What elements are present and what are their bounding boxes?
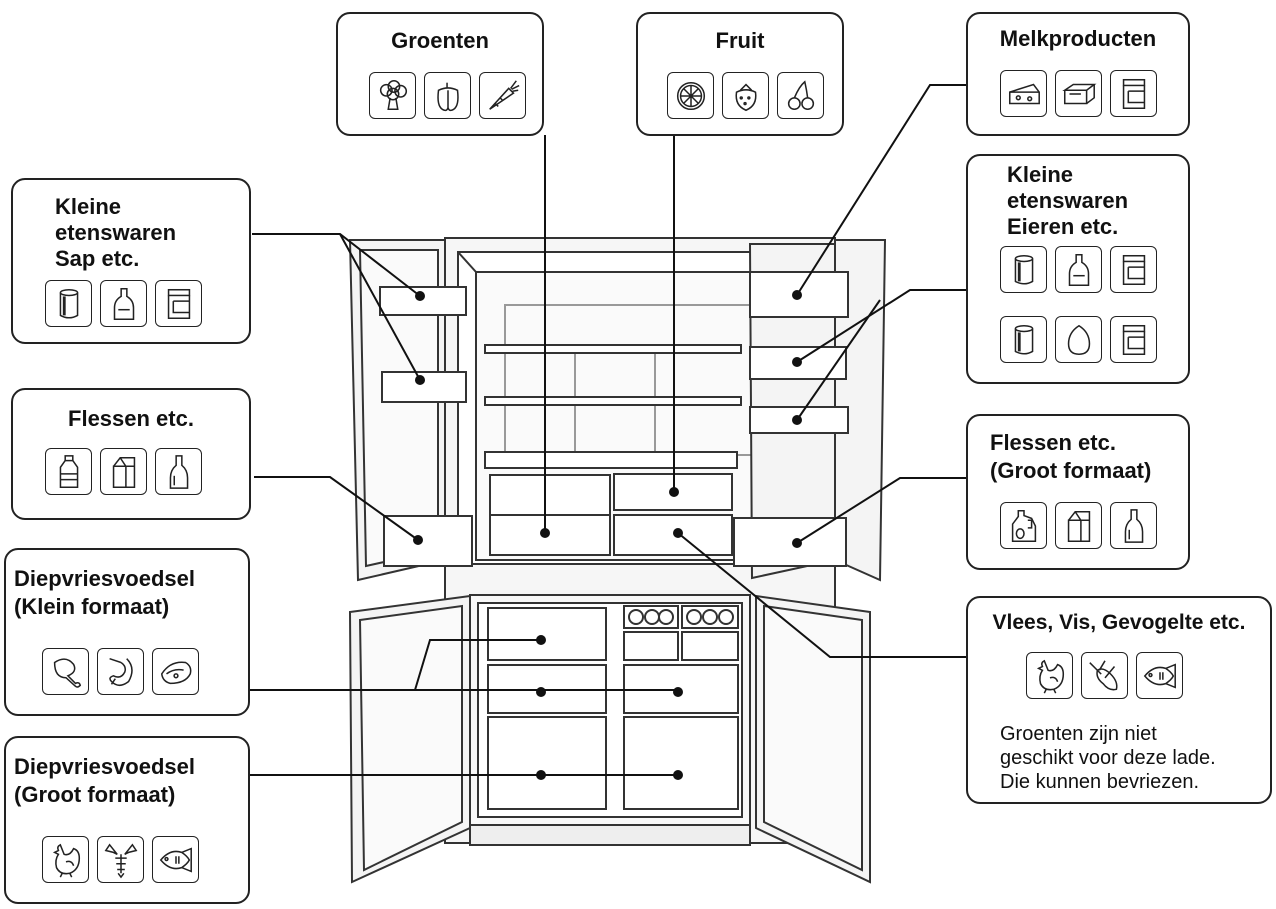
- kleine-etenswaren-sap-box: Kleine etenswaren Sap etc.: [11, 178, 251, 344]
- pepper-icon: [424, 72, 471, 119]
- lobster-icon: [97, 836, 144, 883]
- strawberry-icon: [722, 72, 769, 119]
- diep-groot-line2: (Groot formaat): [14, 782, 176, 807]
- groenten-title: Groenten: [391, 28, 489, 53]
- kleine-sap-line3: Sap etc.: [55, 246, 140, 271]
- vlees-note-line1: Groenten zijn niet: [1000, 723, 1157, 745]
- flessen-groot-box: Flessen etc. (Groot formaat): [966, 414, 1190, 570]
- jar-icon: [1110, 246, 1157, 293]
- diepvries-groot-box: Diepvriesvoedsel (Groot formaat): [4, 736, 250, 904]
- melkproducten-title: Melkproducten: [999, 26, 1157, 51]
- leader-lines: [250, 84, 966, 776]
- can-icon: [1000, 316, 1047, 363]
- groenten-box: Groenten: [336, 12, 544, 136]
- cherry-icon: [777, 72, 824, 119]
- kleine-sap-line2: etenswaren: [55, 220, 177, 245]
- sauce-bottle-icon: [1055, 246, 1102, 293]
- chicken-icon: [1026, 652, 1073, 699]
- fruit-box: Fruit: [636, 12, 844, 136]
- jug-icon: [1000, 502, 1047, 549]
- vlees-vis-gevogelte-box: Vlees, Vis, Gevogelte etc. Groenten zijn…: [966, 596, 1272, 804]
- vlees-note-line2: geschikt voor deze lade.: [1000, 747, 1216, 769]
- butter-icon: [1055, 70, 1102, 117]
- fruit-title: Fruit: [715, 28, 765, 53]
- kleine-ei-line1: Kleine: [1007, 162, 1074, 187]
- chicken-leg-icon: [42, 648, 89, 695]
- can-icon: [45, 280, 92, 327]
- flessen-box: Flessen etc.: [11, 388, 251, 520]
- fish-icon: [152, 836, 199, 883]
- diep-groot-line1: Diepvriesvoedsel: [14, 754, 195, 779]
- fish-icon: [1136, 652, 1183, 699]
- wine-bottle-icon: [1110, 502, 1157, 549]
- meat-icon: [1081, 652, 1128, 699]
- jar-icon: [155, 280, 202, 327]
- milk-carton-icon: [100, 448, 147, 495]
- sauce-bottle-icon: [100, 280, 147, 327]
- wine-bottle-icon: [155, 448, 202, 495]
- chicken-icon: [42, 836, 89, 883]
- can-icon: [1000, 246, 1047, 293]
- flessen-title: Flessen etc.: [68, 406, 194, 431]
- broccoli-icon: [369, 72, 416, 119]
- jar-icon: [1110, 70, 1157, 117]
- plastic-bottle-icon: [45, 448, 92, 495]
- kleine-etenswaren-eieren-box: Kleine etenswaren Eieren etc.: [966, 154, 1190, 384]
- leader-dots: [413, 290, 802, 780]
- vlees-title: Vlees, Vis, Gevogelte etc.: [992, 611, 1246, 634]
- kleine-ei-line2: etenswaren: [1007, 188, 1129, 213]
- flessen-groot-line1: Flessen etc.: [990, 430, 1116, 455]
- cheese-icon: [1000, 70, 1047, 117]
- jar-icon: [1110, 316, 1157, 363]
- citrus-icon: [667, 72, 714, 119]
- fish-steak-icon: [152, 648, 199, 695]
- diep-klein-line2: (Klein formaat): [14, 594, 170, 619]
- melkproducten-box: Melkproducten: [966, 12, 1190, 136]
- milk-carton-icon: [1055, 502, 1102, 549]
- vlees-note-line3: Die kunnen bevriezen.: [1000, 771, 1200, 793]
- carrot-icon: [479, 72, 526, 119]
- diepvries-klein-box: Diepvriesvoedsel (Klein formaat): [4, 548, 250, 716]
- kleine-ei-line3: Eieren etc.: [1007, 214, 1119, 239]
- flessen-groot-line2: (Groot formaat): [990, 458, 1152, 483]
- egg-icon: [1055, 316, 1102, 363]
- diep-klein-line1: Diepvriesvoedsel: [14, 566, 195, 591]
- kleine-sap-line1: Kleine: [55, 194, 122, 219]
- shrimp-icon: [97, 648, 144, 695]
